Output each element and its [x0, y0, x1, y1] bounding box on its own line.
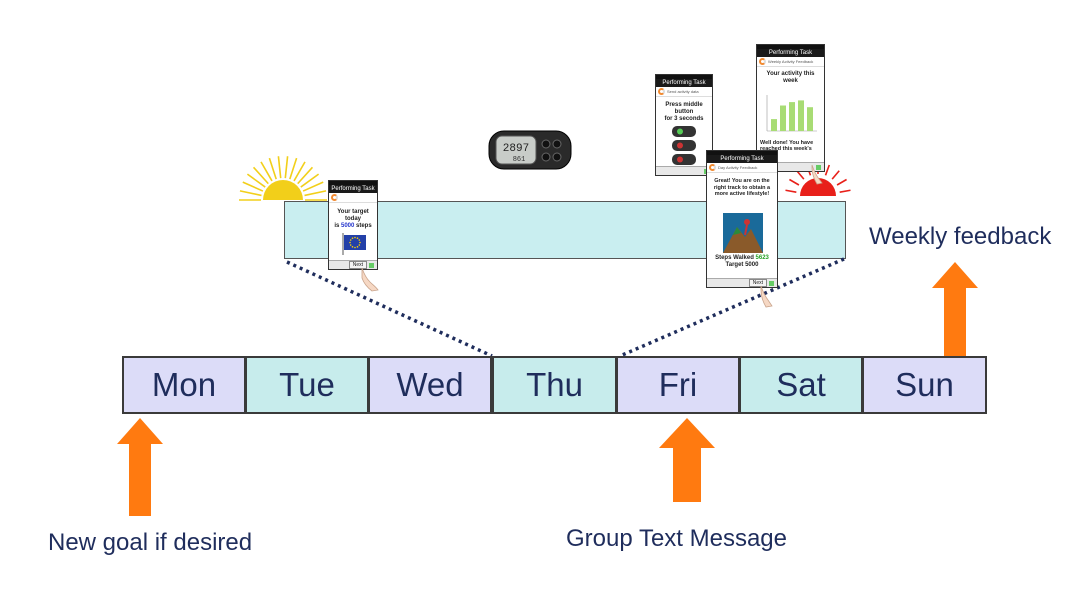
day-mon: Mon: [122, 356, 246, 414]
day-thu: Thu: [492, 356, 617, 414]
steps-walked-value: 5623: [755, 255, 769, 261]
phone-target-screen: Performing Task Your target today is 500…: [328, 180, 378, 270]
target-steps: 5000: [340, 223, 355, 229]
group-text-label: Group Text Message: [566, 525, 788, 552]
day-sun: Sun: [862, 356, 987, 414]
svg-text:2897: 2897: [503, 143, 529, 155]
week-bar: [780, 105, 786, 131]
progress-ring-icon: [658, 88, 665, 95]
week-bar: [798, 100, 804, 131]
pedometer-icon: 2897 861: [488, 130, 572, 170]
day-sat: Sat: [739, 356, 863, 414]
hand-pointer-icon: [760, 285, 773, 308]
phone-day-feedback-screen: Performing Task Day Activity Feedback Gr…: [706, 150, 778, 288]
weekly-feedback-label: Weekly feedback: [869, 223, 1052, 250]
phone-title: Performing Task: [656, 79, 712, 87]
day-tue: Tue: [245, 356, 369, 414]
target-value: 5000: [745, 262, 759, 268]
phone-title: Performing Task: [707, 155, 777, 163]
up-arrow-new-goal: [117, 418, 163, 516]
phone-title: Performing Task: [329, 185, 377, 193]
next-button[interactable]: Next: [348, 261, 367, 269]
up-arrow-group-text: [659, 418, 715, 502]
sunset-icon: [785, 163, 851, 196]
next-button[interactable]: Next: [748, 279, 767, 287]
target-line-1: Your target today: [337, 209, 369, 222]
progress-ring-icon: [759, 58, 766, 65]
mountain-climber-icon: [723, 213, 763, 253]
week-bar: [807, 107, 813, 131]
pedometer-buttons-icon: [672, 126, 696, 165]
svg-text:861: 861: [513, 156, 526, 164]
progress-ring-icon: [709, 164, 716, 171]
eu-flag-icon: [342, 233, 366, 255]
day-wed: Wed: [368, 356, 492, 414]
hand-pointer-icon: [361, 267, 379, 292]
weekly-activity-chart: [766, 95, 817, 132]
week-bar: [789, 102, 795, 131]
new-goal-label: New goal if desired: [48, 529, 253, 556]
hand-pointer-icon: [811, 164, 823, 185]
week-bar: [771, 119, 777, 131]
day-fri: Fri: [616, 356, 740, 414]
day-message: Great! You are on the right track to obt…: [713, 178, 771, 197]
weekly-heading: Your activity this week: [766, 71, 815, 84]
phone-send-data-screen: Performing Task Send activity data Press…: [655, 74, 713, 176]
phone-title: Performing Task: [757, 49, 824, 57]
up-arrow-weekly: [932, 262, 978, 358]
progress-ring-icon: [331, 194, 338, 201]
sunrise-icon: [239, 156, 327, 201]
